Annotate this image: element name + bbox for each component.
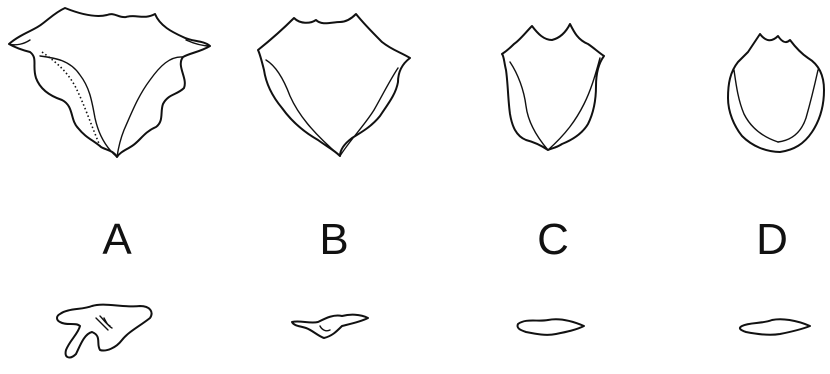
panel-label-c: C [537, 215, 569, 264]
panel-d-side-view [740, 319, 810, 335]
panel-a-side-view [57, 305, 152, 358]
panel-c [502, 24, 604, 335]
panel-d-top-view [728, 34, 824, 152]
panel-d [728, 34, 824, 335]
panel-b [258, 14, 410, 338]
panel-a [9, 8, 210, 357]
panel-c-top-view [502, 24, 604, 150]
panel-label-b: B [319, 215, 348, 264]
panel-c-side-view [517, 319, 584, 335]
panel-label-d: D [756, 215, 788, 264]
panel-label-a: A [102, 215, 132, 264]
panel-b-top-view [258, 14, 410, 156]
panel-a-top-view [9, 8, 210, 157]
panel-b-side-view [292, 315, 368, 338]
